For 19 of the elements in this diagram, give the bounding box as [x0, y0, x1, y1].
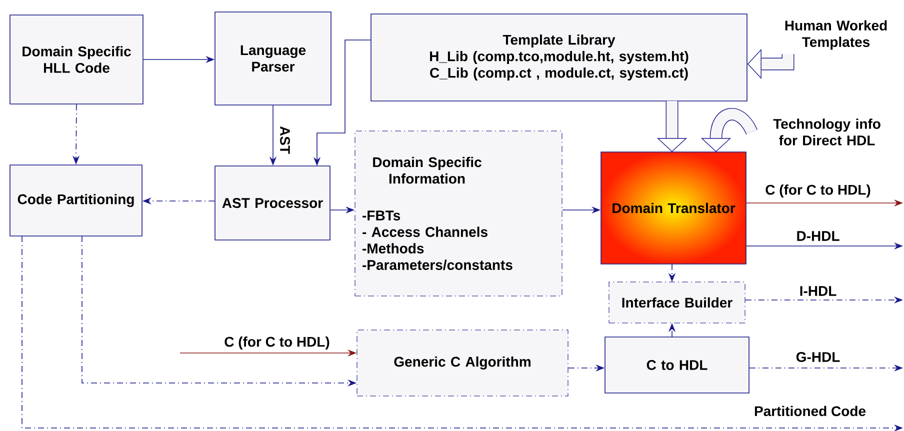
translator-box: Domain Translator [600, 152, 746, 264]
process-box: Domain Specific Information -FBTs - Access Channels -Methods -Parameters/constants [354, 130, 562, 296]
process-box: C to HDL [604, 336, 750, 394]
process-box: Language Parser [214, 12, 332, 106]
edge-label: D-HDL [795, 230, 841, 242]
process-box: Template Library H_Lib (comp.tco,module.ht, system.ht) C_Lib (comp.ct , module.ct, system.ct) [370, 14, 748, 102]
edge-label: C (for C to HDL) [223, 335, 331, 351]
process-box: Generic C Algorithm [356, 330, 568, 396]
edge-label: Partitioned Code [753, 404, 868, 418]
note-text: Technology info for Direct HDL [773, 118, 880, 146]
process-box: Domain Specific HLL Code [10, 14, 144, 104]
edge-label: AST [279, 125, 291, 155]
process-box: Code Partitioning [10, 164, 142, 236]
edge-label: G-HDL [794, 351, 842, 363]
process-box: Interface Builder [608, 282, 746, 324]
edge-label: C (for C to HDL) [764, 183, 872, 199]
edge-label: I-HDL [798, 285, 838, 297]
process-box: AST Processor [214, 166, 330, 240]
note-text: Human Worked Templates [785, 20, 887, 50]
